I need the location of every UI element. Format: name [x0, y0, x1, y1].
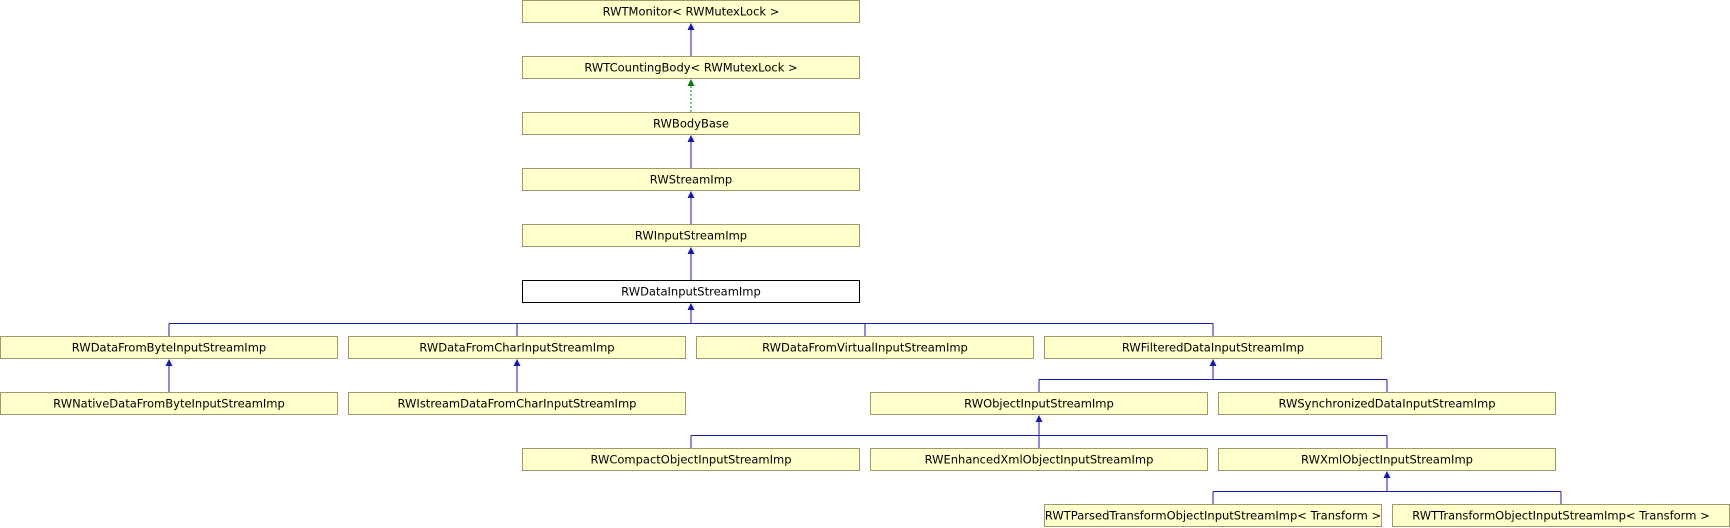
class-label: RWDataFromVirtualInputStreamImp [762, 341, 968, 355]
class-label: RWDataFromByteInputStreamImp [72, 341, 266, 355]
class-label: RWTMonitor< RWMutexLock > [603, 5, 780, 19]
class-node-istreamFromChar[interactable]: RWIstreamDataFromCharInputStreamImp [348, 392, 686, 415]
class-node-datainputstreamimp[interactable]: RWDataInputStreamImp [522, 280, 860, 303]
class-box [522, 112, 860, 135]
class-box [870, 392, 1208, 415]
edge-group-streamimp [687, 191, 695, 224]
edge-group-fromByte [165, 359, 173, 392]
class-box [522, 168, 860, 191]
class-box [1044, 504, 1382, 527]
class-box [348, 336, 686, 359]
class-node-parsedTransform[interactable]: RWTParsedTransformObjectInputStreamImp< … [1044, 504, 1382, 527]
class-node-transform[interactable]: RWTTransformObjectInputStreamImp< Transf… [1392, 504, 1730, 527]
class-box [1218, 392, 1556, 415]
class-label: RWSynchronizedDataInputStreamImp [1278, 397, 1495, 411]
class-node-objectInput[interactable]: RWObjectInputStreamImp [870, 392, 1208, 415]
class-box [1218, 448, 1556, 471]
arrowhead-icon [1035, 415, 1043, 422]
class-box [0, 336, 338, 359]
class-node-nativeFromByte[interactable]: RWNativeDataFromByteInputStreamImp [0, 392, 338, 415]
arrowhead-icon [687, 247, 695, 254]
edge-group-bodybase [687, 135, 695, 168]
class-node-counting[interactable]: RWTCountingBody< RWMutexLock > [522, 56, 860, 79]
class-box [870, 448, 1208, 471]
class-label: RWDataInputStreamImp [621, 285, 761, 299]
class-label: RWInputStreamImp [635, 229, 747, 243]
edge-group-xmlObject [1212, 471, 1562, 504]
class-box [522, 56, 860, 79]
class-label: RWFilteredDataInputStreamImp [1122, 341, 1304, 355]
class-label: RWXmlObjectInputStreamImp [1301, 453, 1473, 467]
edge-group-counting [687, 79, 695, 112]
arrowhead-icon [687, 191, 695, 198]
class-label: RWTTransformObjectInputStreamImp< Transf… [1412, 509, 1709, 523]
arrowhead-icon [687, 23, 695, 30]
class-label: RWObjectInputStreamImp [964, 397, 1114, 411]
edge-group-objectInput [690, 415, 1388, 448]
arrowhead-icon [687, 79, 695, 86]
class-box [696, 336, 1034, 359]
class-node-monitor[interactable]: RWTMonitor< RWMutexLock > [522, 0, 860, 23]
class-node-compact[interactable]: RWCompactObjectInputStreamImp [522, 448, 860, 471]
edge-group-monitor [687, 23, 695, 56]
edge-group-inputstreamimp [687, 247, 695, 280]
class-label: RWBodyBase [653, 117, 729, 131]
class-label: RWDataFromCharInputStreamImp [419, 341, 614, 355]
class-label: RWTParsedTransformObjectInputStreamImp< … [1045, 509, 1381, 523]
class-node-bodybase[interactable]: RWBodyBase [522, 112, 860, 135]
arrowhead-icon [513, 359, 521, 366]
class-node-synchronized[interactable]: RWSynchronizedDataInputStreamImp [1218, 392, 1556, 415]
arrowhead-icon [165, 359, 173, 366]
class-label: RWIstreamDataFromCharInputStreamImp [398, 397, 637, 411]
inheritance-edges [165, 23, 1562, 504]
class-node-fromChar[interactable]: RWDataFromCharInputStreamImp [348, 336, 686, 359]
class-box [522, 448, 860, 471]
arrowhead-icon [1383, 471, 1391, 478]
arrowhead-icon [1209, 359, 1217, 366]
class-node-xmlObject[interactable]: RWXmlObjectInputStreamImp [1218, 448, 1556, 471]
class-node-enhancedXml[interactable]: RWEnhancedXmlObjectInputStreamImp [870, 448, 1208, 471]
class-box [522, 280, 860, 303]
class-box [348, 392, 686, 415]
class-node-inputstreamimp[interactable]: RWInputStreamImp [522, 224, 860, 247]
arrowhead-icon [687, 303, 695, 310]
class-label: RWTCountingBody< RWMutexLock > [584, 61, 797, 75]
edge-group-fromChar [513, 359, 521, 392]
arrowhead-icon [687, 135, 695, 142]
class-node-fromByte[interactable]: RWDataFromByteInputStreamImp [0, 336, 338, 359]
class-node-streamimp[interactable]: RWStreamImp [522, 168, 860, 191]
edge-group-datainputstreamimp [168, 303, 1214, 336]
edge-group-filtered [1038, 359, 1388, 392]
class-box [522, 0, 860, 23]
class-label: RWNativeDataFromByteInputStreamImp [53, 397, 285, 411]
class-node-filtered[interactable]: RWFilteredDataInputStreamImp [1044, 336, 1382, 359]
class-box [522, 224, 860, 247]
class-box [0, 392, 338, 415]
class-label: RWEnhancedXmlObjectInputStreamImp [925, 453, 1154, 467]
class-label: RWStreamImp [650, 173, 732, 187]
class-box [1044, 336, 1382, 359]
class-node-fromVirtual[interactable]: RWDataFromVirtualInputStreamImp [696, 336, 1034, 359]
class-label: RWCompactObjectInputStreamImp [590, 453, 791, 467]
